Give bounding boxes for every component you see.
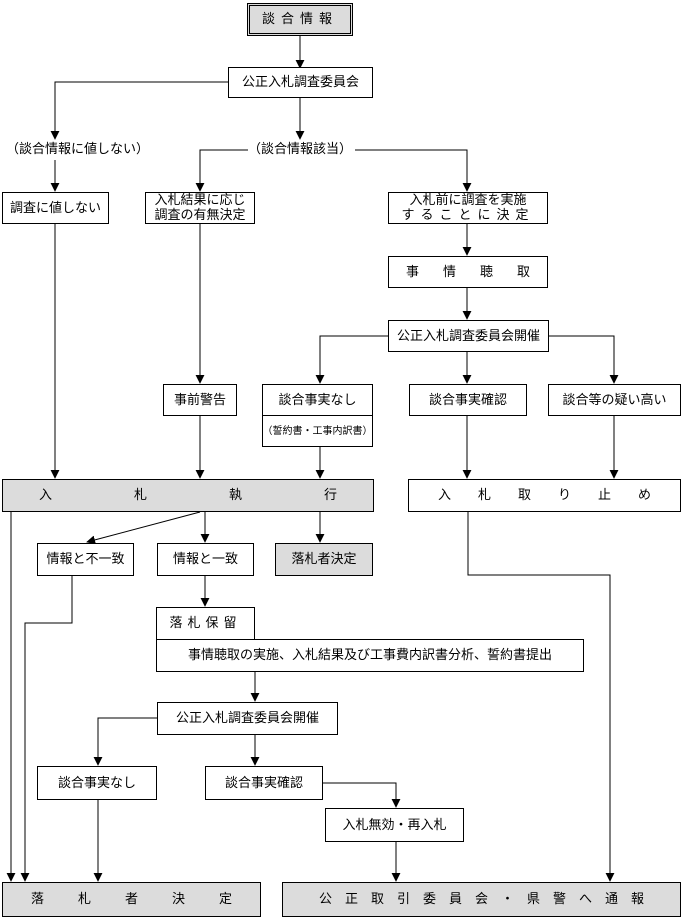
info-match-box: 情報と一致	[157, 543, 254, 576]
no-collusion-2-text: 談合事実なし	[57, 775, 136, 791]
committee-meeting-text: 公正入札調査委員会開催	[396, 328, 540, 344]
info-match-text: 情報と一致	[172, 552, 238, 567]
hearing-box: 事情聴取	[388, 256, 548, 288]
hold-detail-box: 事情聴取の実施、入札結果及び工事費内訳書分析、誓約書提出	[156, 639, 584, 672]
invalid-rebid-text: 入札無効・再入札	[342, 817, 447, 833]
final-report-text: 公正取引委員会・県警へ通報	[318, 892, 657, 907]
bid-cancel-text: 入札取り止め	[437, 488, 678, 503]
pledge-note-box: （誓約書・工事内訳書）	[262, 415, 373, 447]
title-text: 談合情報	[261, 12, 338, 27]
bid-execution-box: 入札執行	[2, 479, 374, 512]
no-collusion-text: 談合事実なし	[278, 392, 357, 408]
award-hold-text: 落札保留	[169, 616, 242, 631]
hold-detail-text: 事情聴取の実施、入札結果及び工事費内訳書分析、誓約書提出	[187, 648, 552, 663]
advance-warning-box: 事前警告	[163, 384, 237, 416]
title-box: 談合情報	[247, 3, 353, 36]
final-winner-box: 落札者決定	[2, 882, 261, 917]
hearing-text: 事情聴取	[406, 264, 555, 280]
branch-label-applicable: （談合情報該当）	[248, 142, 353, 158]
collusion-confirmed-box: 談合事実確認	[409, 384, 527, 416]
decide-before-line2: することに決定	[401, 208, 535, 223]
decide-after-bid-box: 入札結果に応じ 調査の有無決定	[145, 192, 255, 224]
high-suspicion-box: 談合等の疑い高い	[548, 384, 681, 416]
committee-meeting-box: 公正入札調査委員会開催	[388, 320, 549, 352]
committee-text: 公正入札調査委員会	[241, 75, 359, 90]
winner-decided-box: 落札者決定	[275, 543, 373, 576]
collusion-confirmed-text: 談合事実確認	[428, 392, 507, 408]
decide-after-line2: 調査の有無決定	[154, 208, 246, 223]
no-collusion-2-box: 談合事実なし	[37, 766, 157, 800]
decide-after-line1: 入札結果に応じ	[154, 193, 246, 208]
committee-meeting-2-box: 公正入札調査委員会開催	[157, 702, 338, 735]
branch-label-not-worth: （談合情報に値しない）	[6, 142, 150, 158]
no-collusion-box: 談合事実なし	[262, 384, 373, 416]
final-winner-text: 落札者決定	[31, 892, 267, 907]
invalid-rebid-box: 入札無効・再入札	[325, 808, 464, 842]
info-mismatch-box: 情報と不一致	[37, 543, 134, 576]
collusion-confirmed-2-box: 談合事実確認	[205, 766, 323, 800]
committee-meeting-2-text: 公正入札調査委員会開催	[175, 711, 319, 726]
committee-box: 公正入札調査委員会	[228, 67, 373, 98]
bid-cancel-box: 入札取り止め	[408, 479, 681, 512]
no-investigation-box: 調査に値しない	[2, 192, 109, 224]
info-mismatch-text: 情報と不一致	[46, 552, 125, 567]
decide-before-line1: 入札前に調査を実施	[409, 193, 527, 208]
award-hold-box: 落札保留	[156, 607, 255, 640]
collusion-confirmed-2-text: 談合事実確認	[224, 775, 303, 791]
advance-warning-text: 事前警告	[173, 392, 226, 408]
decide-before-bid-box: 入札前に調査を実施 することに決定	[388, 192, 548, 224]
bid-execution-text: 入札執行	[39, 488, 420, 503]
no-investigation-text: 調査に値しない	[9, 200, 101, 216]
pledge-note-text: （誓約書・工事内訳書）	[262, 425, 373, 437]
final-report-box: 公正取引委員会・県警へ通報	[282, 882, 681, 917]
high-suspicion-text: 談合等の疑い高い	[562, 392, 667, 408]
winner-decided-text: 落札者決定	[291, 552, 357, 567]
